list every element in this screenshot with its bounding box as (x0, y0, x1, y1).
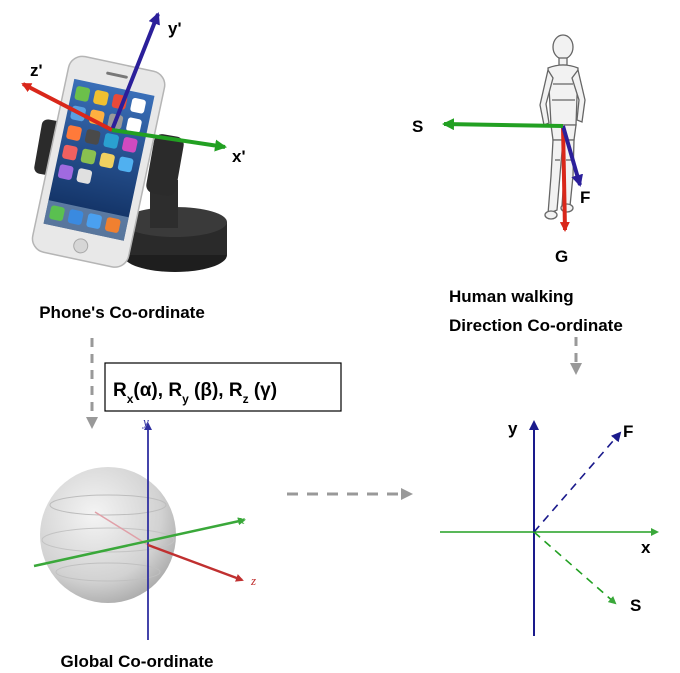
human-g-axis (559, 125, 570, 232)
phone-x-label: x' (232, 147, 246, 166)
global-z-axis (147, 543, 244, 582)
phone-y-label: y' (168, 19, 182, 38)
human-s-axis (442, 118, 564, 131)
global-x-label: x (238, 512, 245, 527)
phone-z-label: z' (30, 61, 43, 80)
global-x-axis (33, 517, 246, 568)
phone-z-axis (21, 82, 113, 132)
human-caption-line1: Human walking (449, 287, 574, 306)
result-s-axis (533, 531, 617, 605)
global-caption: Global Co-ordinate (61, 652, 214, 671)
rotation-formula: Rx(α), Ry (β), Rz (γ) (113, 380, 277, 406)
phone-x-axis (111, 128, 227, 152)
global-sphere (40, 467, 176, 603)
phone-caption: Phone's Co-ordinate (39, 303, 205, 322)
result-s-label: S (630, 596, 641, 615)
human-f-axis (561, 125, 583, 187)
human-s-label: S (412, 117, 423, 136)
result-f-axis (533, 431, 622, 533)
human-caption-line2: Direction Co-ordinate (449, 316, 623, 335)
human-g-label: G (555, 247, 568, 266)
global-z-label: z (250, 573, 256, 588)
phone-illustration (21, 12, 227, 272)
human-f-label: F (580, 188, 590, 207)
rotation-box (104, 362, 342, 412)
phone-y-axis (110, 12, 160, 131)
result-y-label: y (508, 419, 518, 438)
result-f-label: F (623, 422, 633, 441)
global-y-label: y (141, 414, 149, 429)
result-x-label: x (641, 538, 651, 557)
